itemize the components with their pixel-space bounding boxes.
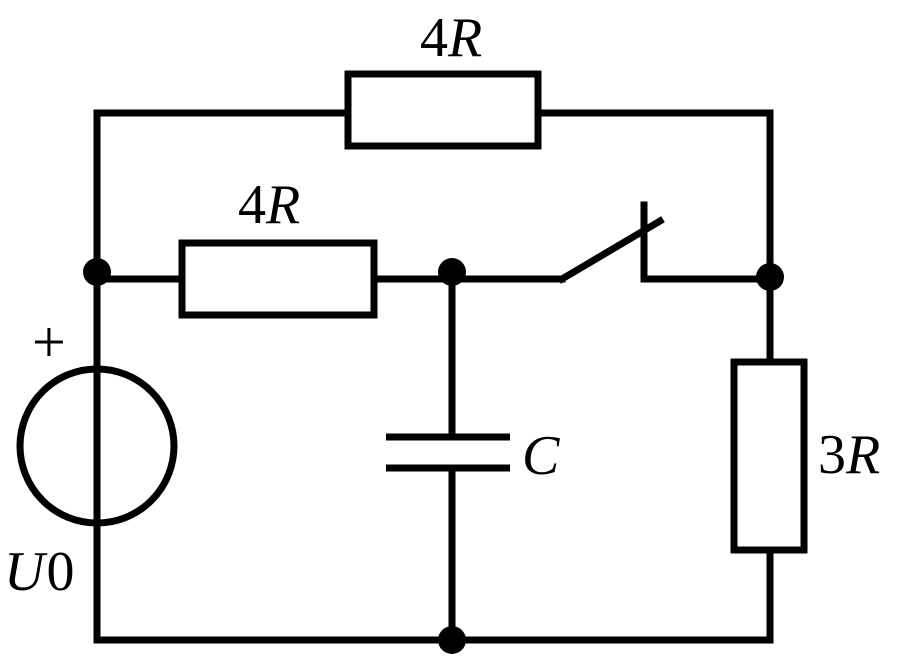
junction-node-center: [438, 258, 466, 286]
label-right-resistor: 3R: [818, 424, 880, 486]
switch: [557, 201, 665, 284]
resistor-right: [730, 358, 808, 554]
voltage-source: [16, 365, 178, 527]
wire-top-left: [93, 109, 352, 283]
label-mid-resistor: 4R: [238, 174, 300, 236]
label-source-polarity: +: [32, 309, 66, 375]
resistor-top: [344, 70, 542, 150]
label-top-resistor: 4R: [420, 7, 482, 69]
label-capacitor: C: [522, 425, 560, 487]
junction-node-bottom: [438, 626, 466, 654]
junction-node-right: [756, 263, 784, 291]
wires: [93, 109, 774, 644]
resistor-middle: [178, 239, 378, 319]
junction-node-left: [83, 258, 111, 286]
wire-top-right: [534, 109, 774, 283]
label-source-voltage: U0: [4, 541, 74, 603]
